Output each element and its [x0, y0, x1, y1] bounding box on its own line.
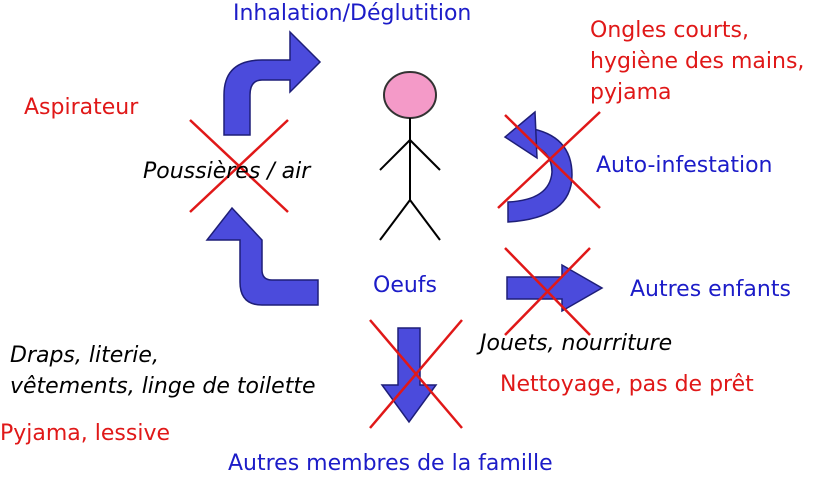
- person-arm-left: [379, 139, 411, 171]
- cross-other-children-icon: [504, 247, 591, 336]
- person-arm-right: [409, 139, 441, 171]
- person-leg-left: [379, 199, 411, 241]
- arrow-up-right-icon: [223, 30, 322, 136]
- label-pyjama-lessive: Pyjama, lessive: [0, 421, 171, 446]
- label-jouets: Jouets, nourriture: [480, 331, 673, 356]
- arrow-right-icon: [506, 263, 604, 313]
- cross-dust-icon: [189, 119, 289, 213]
- cross-family-icon: [369, 319, 463, 429]
- person-leg-right: [409, 199, 441, 241]
- label-aspirateur: Aspirateur: [24, 95, 139, 120]
- label-draps: Draps, literie, vêtements, linge de toil…: [10, 343, 316, 399]
- label-poussieres: Poussières / air: [143, 159, 311, 184]
- label-oeufs: Oeufs: [373, 273, 438, 298]
- person-figure: [379, 71, 441, 241]
- label-inhalation: Inhalation/Déglutition: [233, 1, 472, 26]
- label-autres-enfants: Autres enfants: [630, 277, 791, 302]
- cross-auto-infestation-icon: [497, 111, 601, 209]
- arrow-up-from-bottom-icon: [205, 206, 319, 306]
- person-head: [383, 71, 437, 119]
- self-loop-arrow-icon: [503, 110, 573, 223]
- label-nettoyage: Nettoyage, pas de prêt: [500, 372, 754, 397]
- label-auto-infestation: Auto-infestation: [596, 153, 773, 178]
- label-autres-membres: Autres membres de la famille: [228, 451, 553, 476]
- label-ongles: Ongles courts, hygiène des mains, pyjama: [590, 18, 805, 105]
